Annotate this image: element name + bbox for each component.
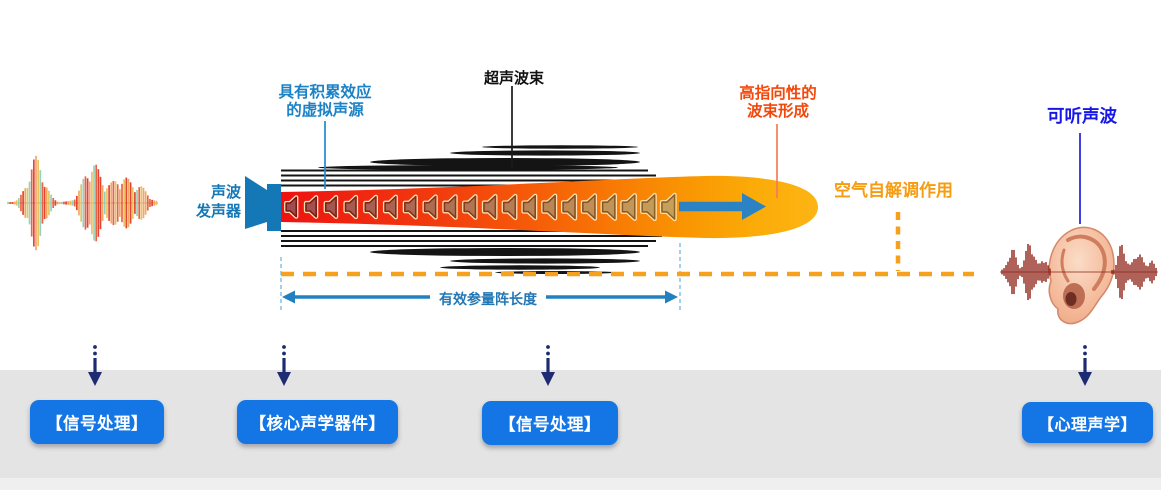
directional-beam-label-line1: 高指向性的 [739,85,817,102]
audio-waveform-image [7,155,158,251]
bottom-band-light-strip [0,478,1161,490]
air-demodulation-label: 空气自解调作用 [834,181,953,200]
transducer-label: 声波 发声器 [183,183,241,221]
array-length-label: 有效参量阵长度 [430,289,546,309]
psychoacoustics-button[interactable]: 【心理声学】 [1022,402,1153,443]
virtual-source-label-line1: 具有积累效应 [278,84,372,101]
core-acoustic-device-button[interactable]: 【核心声学器件】 [237,400,398,444]
ultrasonic-beam-shape [281,175,818,239]
signal-processing-button-2[interactable]: 【信号处理】 [482,401,618,445]
directional-beam-label-line2: 波束形成 [746,103,809,120]
virtual-source-label: 具有积累效应 的虚拟声源 [273,84,377,120]
ultrasonic-beam-label: 超声波束 [483,70,544,87]
audible-sound-label: 可听声波 [1047,106,1117,126]
wavefront-lines [281,145,668,274]
ear-sound-waves [1000,243,1158,301]
signal-processing-button-1[interactable]: 【信号处理】 [30,400,164,444]
transducer-label-line2: 发声器 [195,203,241,220]
speaker-horn-icon [245,176,281,231]
speaker-cone-icons [284,192,677,222]
virtual-source-label-line2: 的虚拟声源 [286,102,364,119]
ear-image [1048,226,1115,325]
right-arrow-icon [679,193,766,220]
transducer-label-line1: 声波 [210,184,241,201]
directional-beam-label: 高指向性的 波束形成 [733,85,823,121]
